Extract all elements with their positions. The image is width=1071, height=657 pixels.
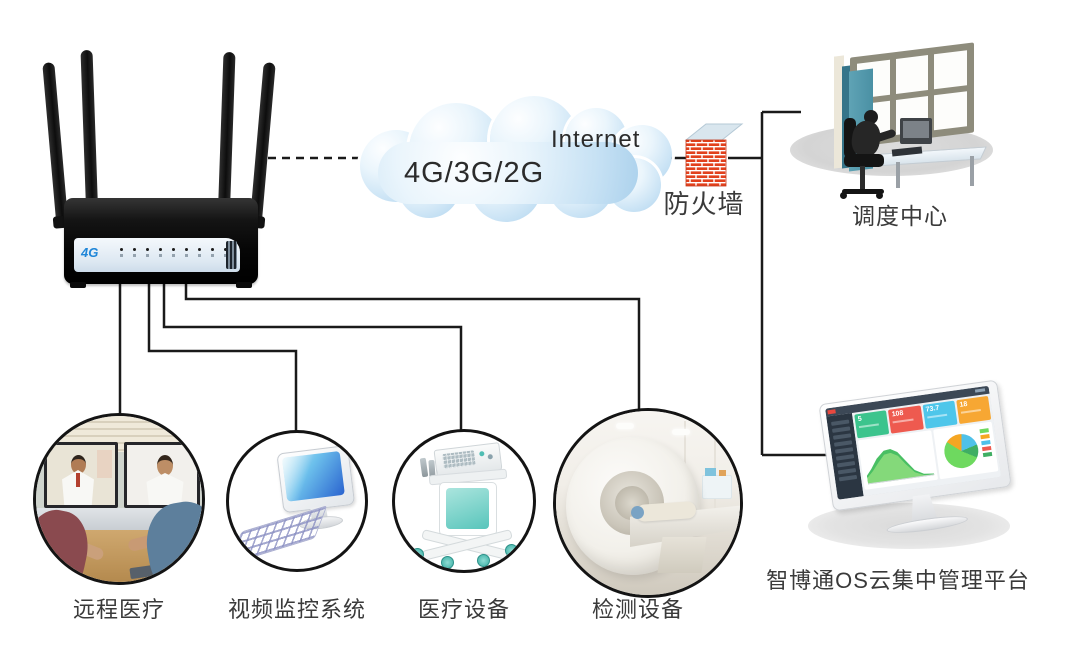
cloud-network-label: 4G/3G/2G xyxy=(404,157,545,189)
management-platform-monitor: 5 108 73.7 18 xyxy=(800,379,1040,585)
internet-cloud: Internet 4G/3G/2G xyxy=(352,90,682,230)
cart-wheel xyxy=(505,544,518,557)
instrument xyxy=(419,457,429,478)
device-circle-video-surveillance xyxy=(226,430,368,572)
dashboard-area-chart xyxy=(857,430,938,490)
doctor-tie xyxy=(76,473,80,487)
dispatch-center xyxy=(788,34,1003,224)
dashboard-pie-chart xyxy=(932,421,999,480)
stat-card-red: 108 xyxy=(888,405,924,434)
ceiling-light xyxy=(672,429,690,435)
doctor-head xyxy=(71,455,86,474)
firewall-top-slab xyxy=(684,123,744,141)
telemedicine-screen-right xyxy=(124,442,200,508)
patient-head xyxy=(631,506,644,519)
router-logo: 4G xyxy=(81,245,99,260)
device-circle-medical-equipment xyxy=(392,429,536,573)
doctor-head xyxy=(157,455,173,476)
cart-wheel xyxy=(441,556,454,569)
router-led-indicators xyxy=(120,248,227,257)
pie-legend xyxy=(979,428,993,459)
firewall-label: 防火墙 xyxy=(663,189,745,219)
router-antenna xyxy=(250,62,276,221)
router-body: 4G xyxy=(64,198,258,288)
line-router-to-detection-equipment xyxy=(184,278,641,410)
label-telemedicine: 远程医疗 xyxy=(72,597,165,622)
cart-wheel xyxy=(411,548,424,561)
dispatch-desk-leg xyxy=(896,162,900,188)
equipment-cabinet xyxy=(439,482,497,536)
firewall-brick-wall xyxy=(685,139,727,187)
stat-card-green: 5 xyxy=(854,410,890,439)
router-front-panel: 4G xyxy=(74,238,240,272)
router-4g: 4G xyxy=(42,40,280,290)
firewall-icon xyxy=(684,123,744,187)
line-router-to-medical-equipment xyxy=(162,278,463,430)
dispatch-center-label: 调度中心 xyxy=(852,203,948,229)
cart-wheel xyxy=(477,554,490,567)
dispatch-chair-seat xyxy=(844,154,884,167)
stat-card-blue: 73.7 xyxy=(922,400,958,429)
router-foot xyxy=(70,282,86,288)
dispatch-chair-caster xyxy=(840,192,847,199)
device-circle-detection-equipment xyxy=(553,408,743,598)
cloud-internet-label: Internet xyxy=(551,126,641,153)
stat-card-orange: 18 xyxy=(955,395,992,425)
device-circle-telemedicine xyxy=(33,413,205,585)
label-medical-equipment: 医疗设备 xyxy=(417,597,510,622)
router-antenna xyxy=(218,51,236,211)
dispatch-computer xyxy=(900,118,932,144)
line-router-to-video-surveillance xyxy=(147,278,298,432)
dispatch-chair-base xyxy=(842,189,884,194)
router-vent xyxy=(226,241,237,269)
room-cabinet xyxy=(702,475,732,499)
anatomy-chart xyxy=(97,450,112,478)
router-antenna xyxy=(80,49,98,209)
label-detection-equipment: 检测设备 xyxy=(591,597,684,622)
platform-label: 智博通OS云集中管理平台 xyxy=(766,568,1030,593)
dispatch-chair-pole xyxy=(860,166,865,190)
dispatch-desk-leg xyxy=(970,156,974,186)
router-foot xyxy=(236,282,252,288)
computer-keyboard xyxy=(229,505,328,565)
dispatch-chair-caster xyxy=(876,192,883,199)
ceiling-light xyxy=(616,423,634,429)
telemedicine-screen-left xyxy=(44,442,118,508)
label-video-surveillance: 视频监控系统 xyxy=(227,597,366,622)
doctor-coat xyxy=(146,473,184,505)
